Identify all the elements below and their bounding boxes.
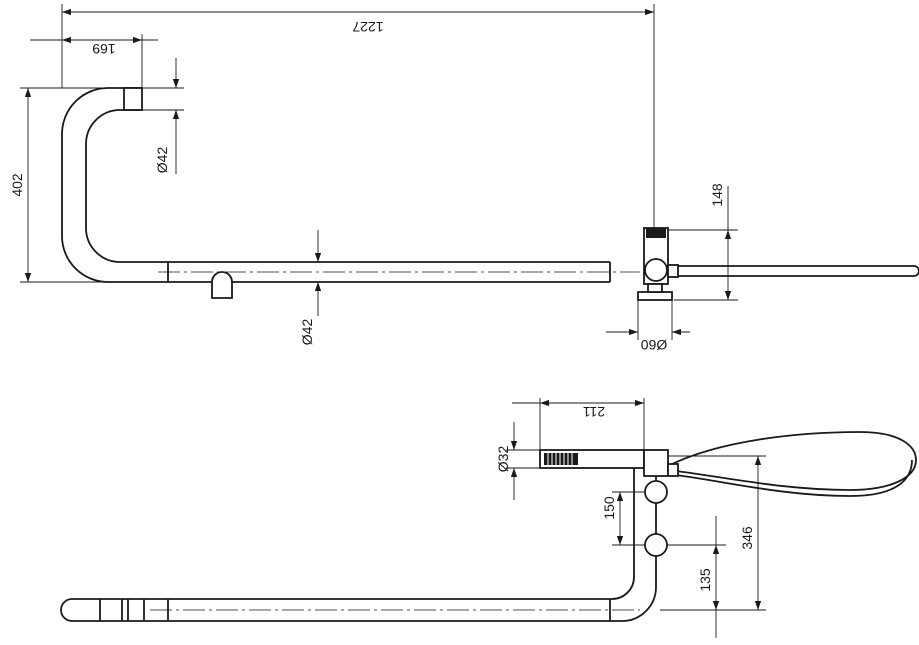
mixer-knob [644, 258, 668, 282]
handshower-head [544, 453, 578, 465]
dim-outlet-length: 169 [92, 41, 116, 57]
mixer-column [643, 449, 669, 477]
dim-pipe-diameter-upper: Ø42 [154, 147, 170, 174]
hose [668, 265, 919, 277]
spout-pipe-front [72, 462, 635, 600]
mixer-base [637, 291, 673, 301]
dim-total-length: 1227 [352, 19, 383, 35]
dim-pipe-offset: 135 [697, 568, 713, 592]
dim-height: 402 [9, 173, 25, 197]
spout-outlet [123, 87, 143, 111]
top-view: 1227 169 Ø42 402 Ø42 148 Ø60 [9, 4, 919, 353]
mixer-knob-upper [644, 480, 668, 504]
dim-mixer-height: 148 [709, 183, 725, 207]
mixer-knob-lower [644, 533, 668, 557]
front-view: 211 Ø32 150 346 135 [60, 398, 917, 638]
support-foot [211, 271, 233, 299]
dim-handshower-diameter: Ø32 [495, 446, 511, 473]
dim-mixer-spacing: 150 [601, 496, 617, 520]
dim-overall-height: 346 [739, 526, 755, 550]
spout-pipe-inner [85, 109, 610, 263]
dim-handshower-length: 211 [583, 404, 606, 420]
dim-pipe-diameter-lower: Ø42 [299, 319, 315, 346]
spout-pipe-outer [61, 87, 610, 283]
dim-mixer-base: Ø60 [641, 337, 668, 353]
hose-loop [667, 431, 917, 491]
